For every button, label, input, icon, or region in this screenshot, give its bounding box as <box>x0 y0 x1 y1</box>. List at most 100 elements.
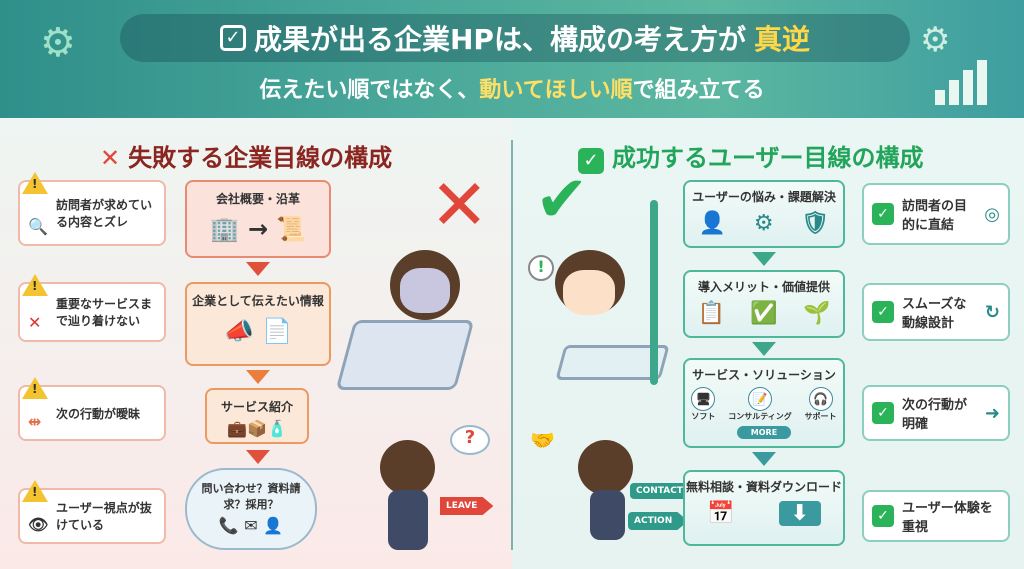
eye-icon: 👁 <box>28 515 49 534</box>
title-highlight: 真逆 <box>753 23 810 56</box>
down-arrow <box>246 262 270 276</box>
person-face <box>400 268 450 313</box>
leaving-person <box>380 440 435 495</box>
cta-question-text: 問い合わせ？資料請求？採用？ <box>201 482 301 511</box>
products-icon: 💼📦🧴 <box>227 419 287 438</box>
failure-heading-text: 失敗する企業目線の構成 <box>128 144 393 172</box>
flow-step-label: 会社概要・沿革 <box>215 192 300 206</box>
service-label: サポート <box>804 412 837 421</box>
benefit-text: 次の行動が明確 <box>902 398 968 432</box>
arrow-right-icon: ➜ <box>984 402 1000 424</box>
problem-item: ! ⇹ 次の行動が曖昧 <box>18 377 166 441</box>
contact-icons: 📞 ✉ 👤 <box>218 516 284 535</box>
benefit-item: ✓ 訪問者の目的に直結 ◎ <box>862 183 1010 245</box>
running-person <box>578 440 633 495</box>
flow-step-label: 導入メリット・価値提供 <box>697 280 830 294</box>
page-title: ✓ 成果が出る企業HPは、構成の考え方が真逆 <box>120 14 910 62</box>
problem-text: 次の行動が曖昧 <box>56 406 141 421</box>
flow-step-user-problems: ユーザーの悩み・課題解決 👤⚙🛡 <box>683 180 845 248</box>
warning-icon: ! <box>22 377 48 399</box>
blocked-icon: ✕ <box>28 313 42 332</box>
big-cross-icon: ✕ <box>430 164 489 246</box>
gear-icon: ⚙ <box>40 20 76 66</box>
subtitle-pre: 伝えたい順ではなく、 <box>259 78 480 103</box>
monitor-icon: 🖥 <box>691 387 716 411</box>
flow-step-label: サービス紹介 <box>220 400 293 414</box>
service-consulting: 📝コンサルティング <box>728 387 792 422</box>
check-icon: ✓ <box>872 203 894 225</box>
exclamation-bubble-icon: ! <box>528 255 554 281</box>
leave-arrow: LEAVE <box>440 497 494 515</box>
megaphone-icon: 📣 📄 <box>223 317 293 345</box>
question-bubble-icon: ? <box>450 425 490 455</box>
problem-text: 訪問者が求めている内容とズレ <box>56 198 153 229</box>
down-arrow <box>752 252 776 266</box>
down-arrow <box>752 342 776 356</box>
flow-step-service-intro: サービス紹介 💼📦🧴 <box>205 388 309 444</box>
subtitle: 伝えたい順ではなく、動いてほしい順で組み立てる <box>0 72 1024 104</box>
document-icon: 📝 <box>747 387 772 411</box>
calendar-icon: 📅 <box>707 501 735 526</box>
download-icon: ⬇ <box>778 501 821 526</box>
flow-connector <box>650 200 658 385</box>
divider <box>511 140 513 550</box>
failure-heading: ✕失敗する企業目線の構成 <box>100 138 392 173</box>
handshake-icon: 🤝 <box>530 428 555 452</box>
flow-step-company-info: 企業として伝えたい情報📣 📄 <box>185 282 331 366</box>
flow-step-services: サービス・ソリューション 🖥ソフト 📝コンサルティング 🎧サポート MORE <box>683 358 845 448</box>
success-heading-text: 成功するユーザー目線の構成 <box>612 144 924 172</box>
big-check-icon: ✔ <box>535 163 589 237</box>
solution-icons: 👤⚙🛡 <box>698 211 830 236</box>
success-heading: ✓ 成功するユーザー目線の構成 <box>578 138 924 174</box>
problem-item: ! 🔍 訪問者が求めている内容とズレ <box>18 172 166 246</box>
route-icon: ↻ <box>984 301 1000 323</box>
down-arrow <box>752 452 776 466</box>
check-icon: ✓ <box>872 402 894 424</box>
tablet-icon <box>335 320 475 390</box>
contact-tag: CONTACT <box>630 483 689 499</box>
service-label: コンサルティング <box>728 412 792 421</box>
benefit-text: 訪問者の目的に直結 <box>902 199 968 233</box>
bar-chart-icon <box>935 60 995 105</box>
headset-icon: 🎧 <box>808 387 833 411</box>
warning-icon: ! <box>22 172 48 194</box>
building-to-document-icon: 🏢 → 📜 <box>209 215 307 243</box>
benefit-text: スムーズな動線設計 <box>902 297 967 331</box>
service-support: 🎧サポート <box>805 387 837 422</box>
warning-icon: ! <box>22 274 48 296</box>
magnifier-icon: 🔍 <box>28 217 48 236</box>
checkbox-icon: ✓ <box>220 25 246 51</box>
problem-item: ! 👁 ユーザー視点が抜けている <box>18 480 166 544</box>
person-body <box>590 490 625 540</box>
more-button[interactable]: MORE <box>736 426 792 439</box>
problem-text: 重要なサービスまで辿り着けない <box>56 297 153 328</box>
gear-icon: ⚙ <box>920 20 951 60</box>
person-face <box>563 270 615 315</box>
benefit-item: ✓ 次の行動が明確 ➜ <box>862 385 1010 441</box>
down-arrow <box>246 370 270 384</box>
confused-cta-cloud: 問い合わせ？資料請求？採用？ 📞 ✉ 👤 <box>185 468 317 550</box>
benefit-item: ✓ スムーズな動線設計 ↻ <box>862 283 1010 341</box>
action-arrow: ACTION <box>628 512 689 530</box>
flow-step-label: 無料相談・資料ダウンロード <box>685 480 842 494</box>
target-icon: ◎ <box>984 203 1000 225</box>
check-icon: ✓ <box>578 148 604 174</box>
problem-item: ! ✕ 重要なサービスまで辿り着けない <box>18 274 166 342</box>
problem-text: ユーザー視点が抜けている <box>56 501 152 532</box>
subtitle-highlight: 動いてほしい順 <box>479 78 633 103</box>
subtitle-post: で組み立てる <box>632 78 765 103</box>
service-label: ソフト <box>691 412 716 421</box>
check-icon: ✓ <box>872 301 894 323</box>
down-arrow <box>246 450 270 464</box>
benefit-text: ユーザー体験を重視 <box>902 501 993 535</box>
split-arrow-icon: ⇹ <box>28 412 42 431</box>
flow-step-merits: 導入メリット・価値提供📋✅🌱 <box>683 270 845 338</box>
flow-step-cta: 無料相談・資料ダウンロード 📅 ⬇ <box>683 470 845 546</box>
flow-step-label: ユーザーの悩み・課題解決 <box>692 190 836 204</box>
warning-icon: ! <box>22 480 48 502</box>
person-body <box>388 490 428 550</box>
cross-icon: ✕ <box>100 144 121 172</box>
flow-step-company-overview: 会社概要・沿革 🏢 → 📜 <box>185 180 331 258</box>
flow-step-label: サービス・ソリューション <box>692 368 836 382</box>
header-banner: ⚙ ⚙ ✓ 成果が出る企業HPは、構成の考え方が真逆 伝えたい順ではなく、動いて… <box>0 0 1024 118</box>
